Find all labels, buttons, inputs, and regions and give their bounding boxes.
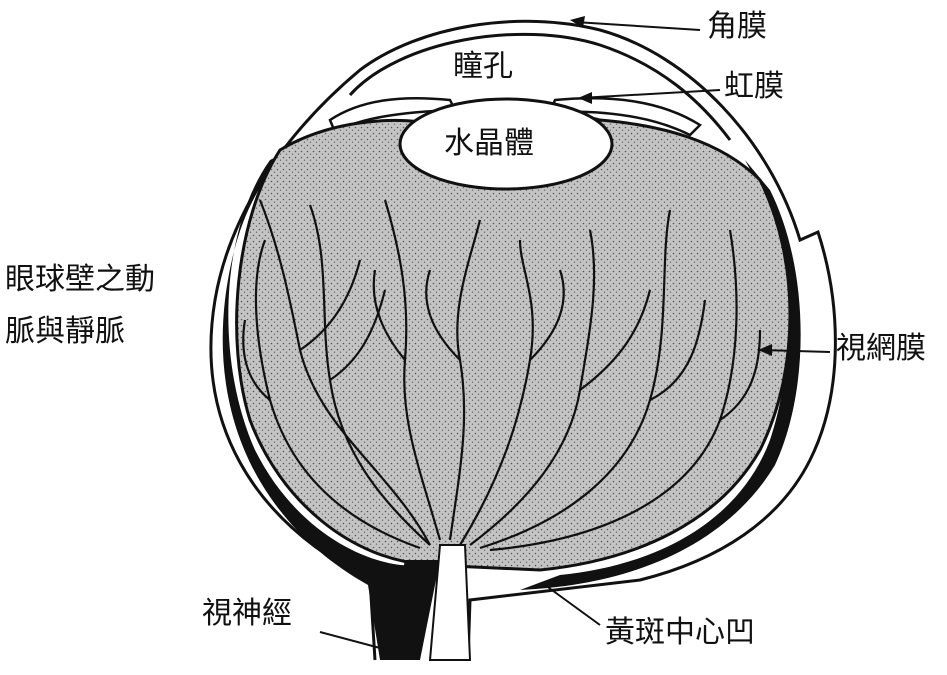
retinal-vessels	[242, 199, 762, 552]
iris-right	[548, 97, 702, 137]
lens-shape	[398, 97, 614, 191]
label-pupil: 瞳孔	[453, 49, 513, 84]
label-fovea: 黃斑中心凹	[605, 615, 755, 650]
label-cornea: 角膜	[707, 9, 767, 44]
label-iris: 虹膜	[724, 69, 784, 104]
choroid-band-right	[520, 160, 801, 590]
label-retina: 視網膜	[836, 331, 926, 366]
sclera-outer-outline	[209, 19, 837, 661]
cornea-arc	[348, 32, 732, 141]
label-vessels-line2: 脈與靜脈	[5, 314, 125, 349]
optic-nerve	[385, 560, 440, 660]
label-optic-nerve: 視神經	[202, 596, 292, 631]
arrow-heads	[570, 16, 772, 356]
optic-nerve-sheath	[428, 544, 472, 661]
label-vessels-line1: 眼球壁之動	[5, 262, 155, 297]
label-lens: 水晶體	[444, 126, 534, 161]
leader-lines	[319, 21, 831, 649]
